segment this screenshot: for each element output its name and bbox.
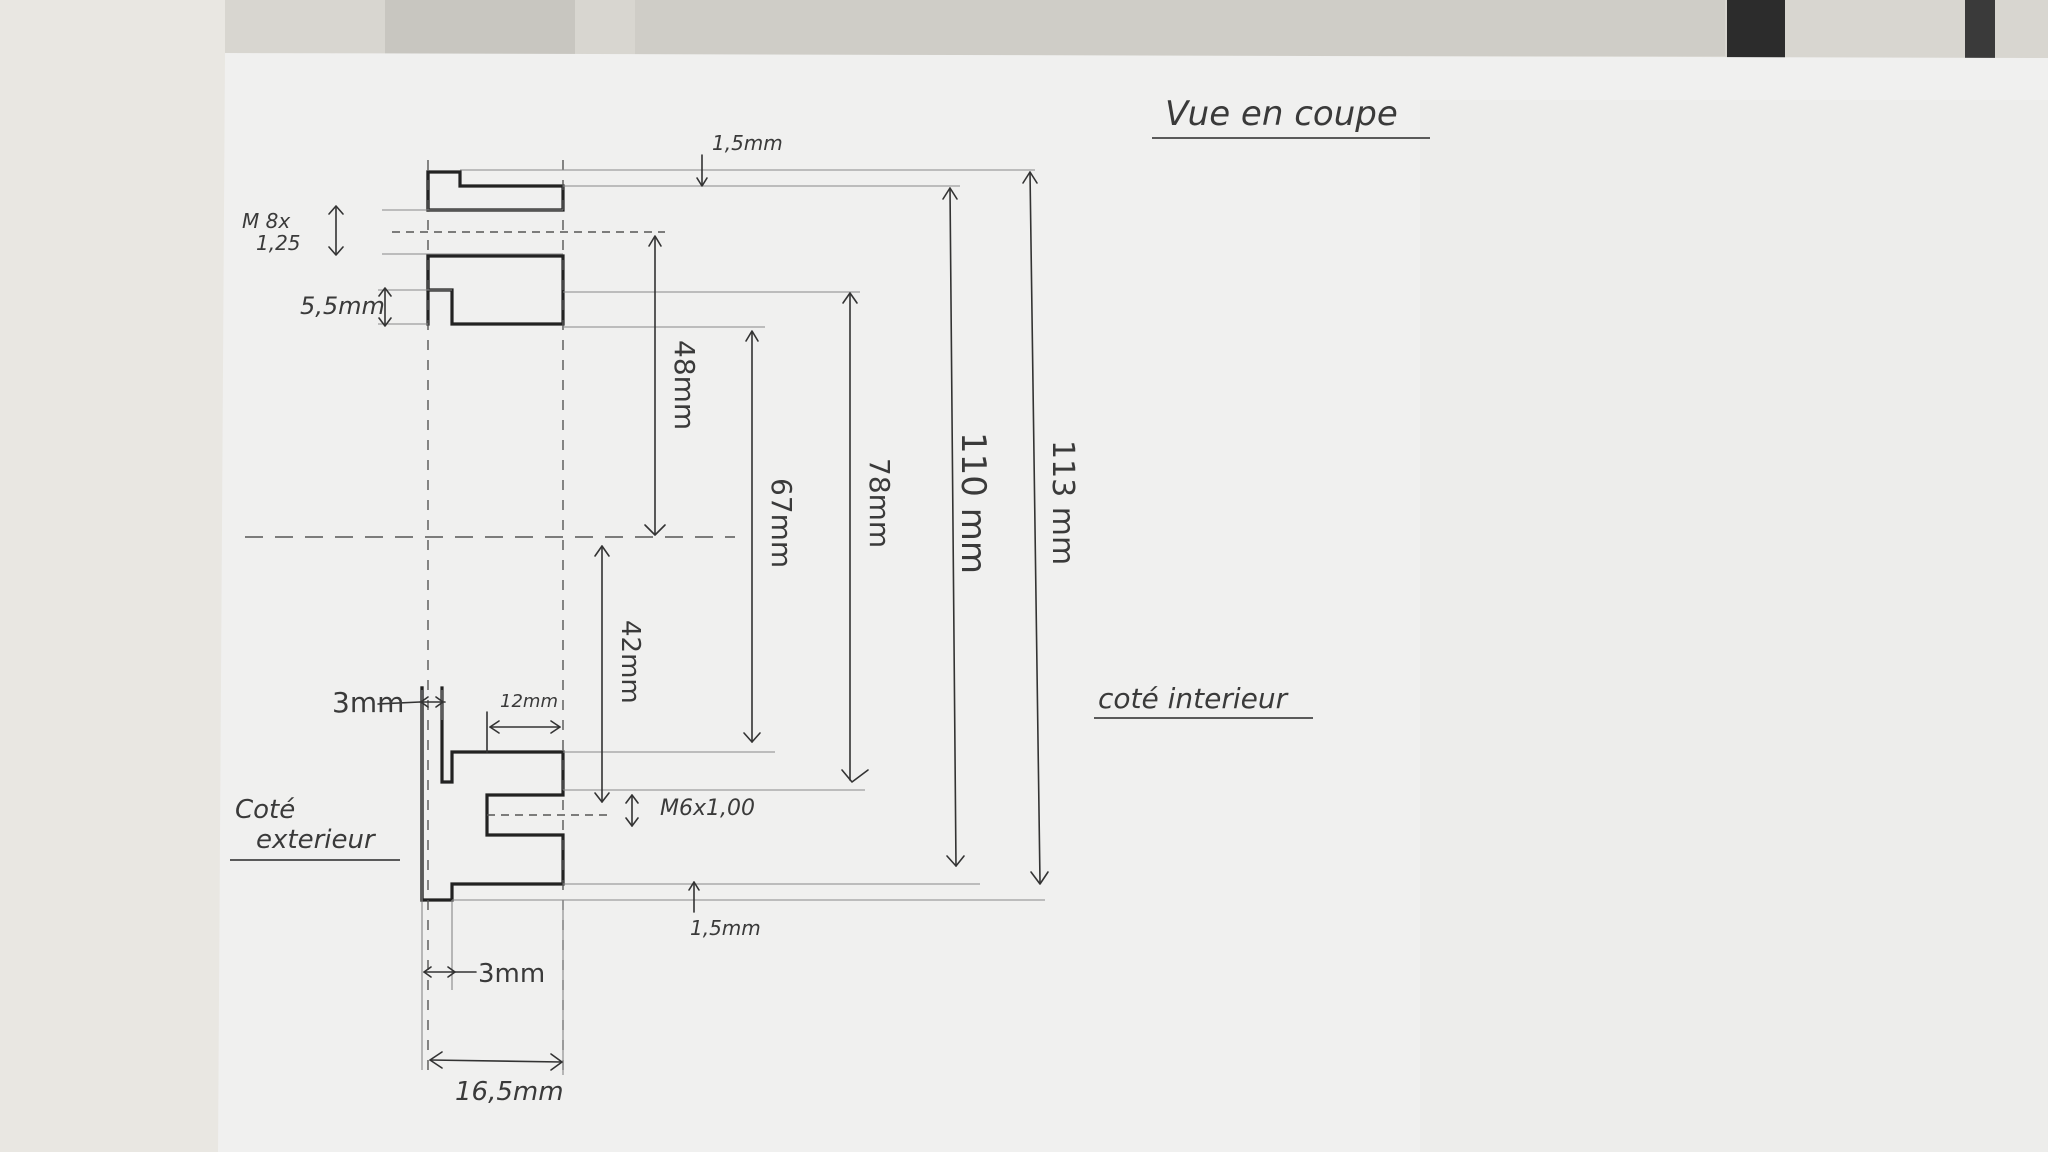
dim-48-arrow-a — [648, 235, 662, 247]
dim-42-arrow-a — [594, 545, 610, 557]
dim-thread-top-arrow-b — [328, 246, 344, 256]
label-step-height: 5,5mm — [300, 292, 385, 320]
label-interior-side: coté interieur — [1098, 682, 1289, 715]
dim-thread-top-arrow-a — [328, 205, 344, 215]
dim-113-arrow-b — [1030, 871, 1049, 885]
label-dim-3-bottom: 3mm — [478, 959, 545, 989]
extension-lines — [378, 169, 1045, 1075]
label-thread-bottom: M6x1,00 — [660, 796, 755, 821]
dim-110-arrow-a — [942, 187, 958, 200]
label-exterior-side-1: Coté — [235, 795, 295, 825]
label-dim-48: 48mm — [668, 340, 701, 430]
dim-bottom-gap-arrow — [688, 881, 700, 891]
dim-110-arrow-b — [946, 855, 965, 867]
desk-left — [0, 0, 225, 1152]
dim-110-line — [949, 187, 957, 867]
dark-post-2 — [1965, 0, 1995, 64]
dim-16-arrow-b — [550, 1053, 563, 1071]
dim-3-bottom-arrow-a — [423, 966, 432, 978]
wall-strip-mid — [635, 0, 1725, 56]
label-dim-16: 16,5mm — [455, 1077, 564, 1107]
dim-48-arrow-b — [644, 524, 666, 536]
label-dim-110: 110 mm — [953, 432, 993, 574]
dim-113-arrow-a — [1022, 171, 1038, 184]
label-top-gap: 1,5mm — [712, 131, 783, 155]
dim-step-arrow-b — [378, 317, 392, 327]
label-dim-67: 67mm — [765, 478, 798, 568]
dim-42-arrow-b — [594, 792, 610, 803]
dim-78-arrow-b — [841, 769, 869, 783]
dim-16-arrow-a — [429, 1051, 443, 1069]
dimension-lines — [328, 154, 1049, 1071]
drawing-title: Vue en coupe — [1165, 94, 1398, 134]
paper-shadow-right — [1420, 100, 2048, 1152]
label-exterior-side-2: exterieur — [256, 825, 377, 855]
dim-113-line — [1029, 171, 1041, 883]
underlines — [230, 137, 1430, 861]
dim-16-line — [429, 1059, 563, 1063]
dim-67-arrow-b — [743, 732, 761, 743]
dark-post-1 — [1727, 0, 1785, 62]
label-dim-42: 42mm — [615, 620, 645, 704]
wall-strip-left — [385, 0, 575, 56]
dim-3-top-leader — [377, 701, 421, 705]
label-thread-top-2: 1,25 — [256, 231, 301, 255]
label-dim-3-top: 3mm — [332, 686, 404, 719]
label-dim-113: 113 mm — [1045, 440, 1080, 565]
dim-12-arrow-a — [489, 720, 500, 734]
label-dim-12: 12mm — [500, 691, 558, 712]
dim-thread-bottom-arrow-b — [625, 817, 639, 827]
label-thread-top-1: M 8x — [242, 209, 290, 233]
label-dim-78: 78mm — [863, 458, 896, 548]
dim-thread-bottom-arrow-a — [625, 794, 639, 804]
dim-67-arrow-a — [745, 330, 759, 342]
dim-78-arrow-a — [842, 292, 858, 304]
dim-step-arrow-a — [378, 287, 392, 297]
dim-top-gap-arrow — [696, 177, 708, 187]
label-bottom-gap: 1,5mm — [690, 916, 761, 940]
dim-3-top-arrow-b — [435, 696, 444, 708]
dim-3-top-arrow-a — [420, 696, 429, 708]
dim-12-arrow-b — [550, 720, 561, 734]
